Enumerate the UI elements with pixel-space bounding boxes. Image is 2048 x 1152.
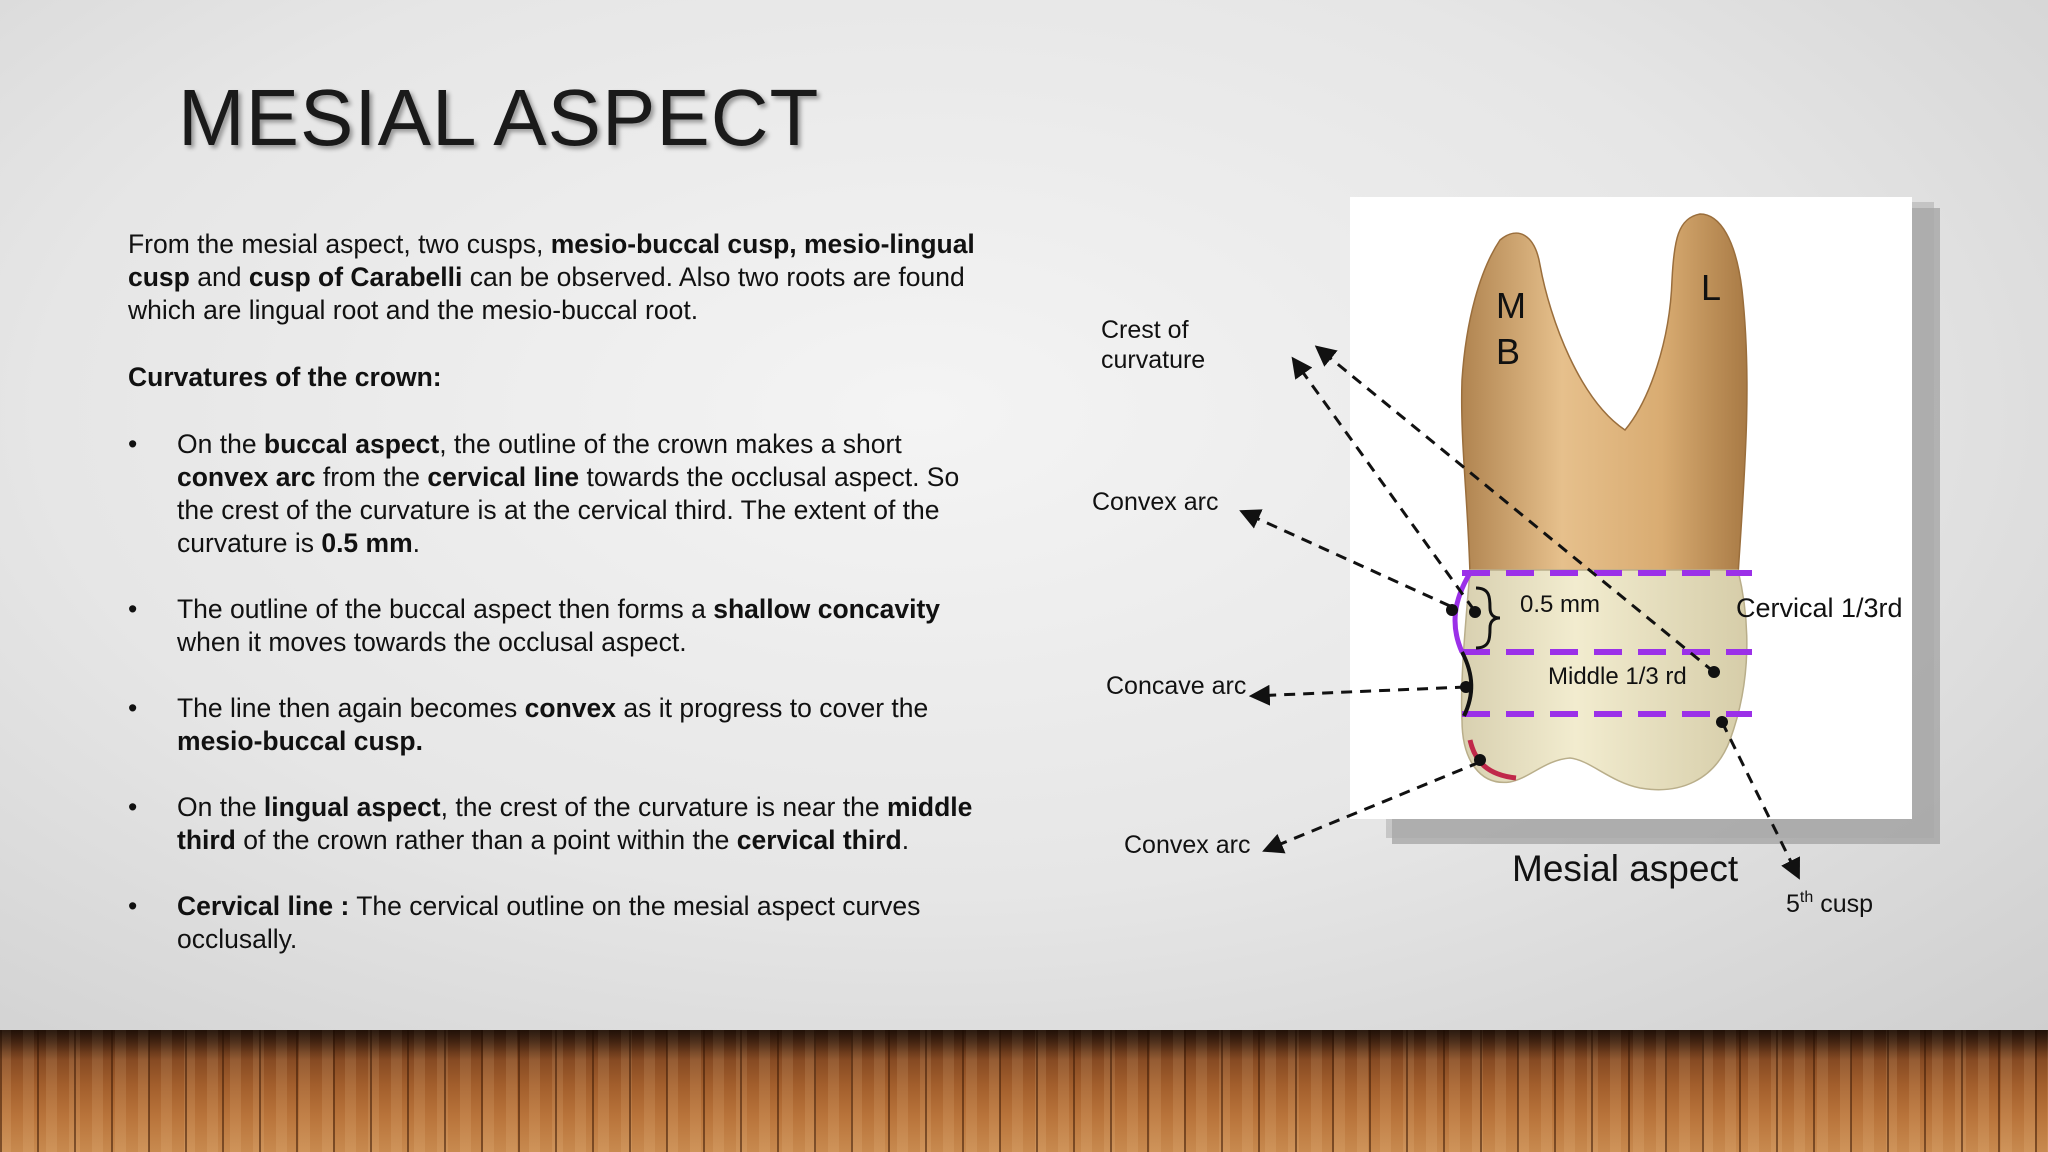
bullet-bold: convex <box>524 693 616 723</box>
bullet-bold: convex arc <box>177 462 316 492</box>
point-concave <box>1460 681 1472 693</box>
tooth-roots <box>1460 213 1748 576</box>
bullet-text: , the outline of the crown makes a short <box>439 429 902 459</box>
arrow-fifth-cusp <box>1720 721 1800 880</box>
bullet-text: The cervical outline on the mesial aspec… <box>177 891 921 954</box>
bullet-list: On the buccal aspect, the outline of the… <box>128 428 988 956</box>
bullet-text: as it progress to cover the <box>616 693 929 723</box>
bullet-text: of the crown rather than a point within … <box>235 825 737 855</box>
bullet-item: On the lingual aspect, the crest of the … <box>128 791 988 857</box>
bullet-bold: Cervical line : <box>177 891 350 921</box>
bullet-text: when it moves towards the occlusal aspec… <box>177 627 687 657</box>
occlusal-convex-outline <box>1467 739 1517 781</box>
label-fifth-cusp: 5th cusp <box>1786 889 1873 918</box>
bullet-item: On the buccal aspect, the outline of the… <box>128 428 988 560</box>
intro-bold-carabelli: cusp of Carabelli <box>248 262 463 292</box>
label-middle-third: Middle 1/3 rd <box>1548 663 1687 690</box>
point-convex-bottom <box>1474 754 1486 766</box>
bullet-bold: middle third <box>177 792 973 855</box>
arrow-crest-lingual <box>1314 345 1715 674</box>
label-root-l: L <box>1701 267 1721 308</box>
label-root-b: B <box>1496 331 1520 372</box>
label-cervical-third: Cervical 1/3rd <box>1736 593 1903 623</box>
label-crest-line2: curvature <box>1101 346 1205 374</box>
label-crest-line1: Crest of <box>1101 316 1189 344</box>
point-crest-lingual <box>1708 666 1720 678</box>
bullet-item: The outline of the buccal aspect then fo… <box>128 593 988 659</box>
bullet-bold: mesio-buccal cusp. <box>177 726 423 756</box>
section-heading: Curvatures of the crown: <box>128 362 442 392</box>
label-convex-arc-top: Convex arc <box>1092 488 1218 516</box>
tooth-crown <box>1460 569 1748 791</box>
bullet-bold: 0.5 mm <box>321 528 413 558</box>
floor-shadow <box>0 1030 2048 1060</box>
bullet-text: , the crest of the curvature is near the <box>440 792 887 822</box>
label-fifth-cusp-number: 5 <box>1786 890 1800 918</box>
label-concave-arc: Concave arc <box>1106 672 1246 700</box>
third-division-lines <box>1462 570 1752 717</box>
bullet-bold: lingual aspect <box>263 792 441 822</box>
bullet-text: The line then again becomes <box>177 693 525 723</box>
label-convex-arc-bottom: Convex arc <box>1124 831 1250 859</box>
bullet-text: . <box>412 528 421 558</box>
intro-bold-cusps: mesio-buccal cusp, mesio-lingual cusp <box>128 229 975 292</box>
point-buccal-convex <box>1446 604 1458 616</box>
bullet-text: from the <box>315 462 428 492</box>
label-fifth-cusp-superscript: th <box>1800 889 1813 906</box>
bullet-text: towards the occlusal aspect. So the cres… <box>177 462 960 558</box>
arrow-concave-arc <box>1248 684 1467 706</box>
bullet-text: On the <box>177 792 264 822</box>
label-root-m: M <box>1496 285 1526 326</box>
point-fifth-cusp <box>1716 716 1728 728</box>
arrow-convex-arc-bottom <box>1262 760 1481 854</box>
intro-text: and <box>189 262 249 292</box>
bullet-bold: cervical third <box>736 825 902 855</box>
intro-text: From the mesial aspect, two cusps, <box>128 229 551 259</box>
bullet-item: The line then again becomes convex as it… <box>128 692 988 758</box>
point-crest-buccal <box>1469 606 1481 618</box>
bullet-bold: shallow concavity <box>713 594 941 624</box>
bullet-text: . <box>901 825 910 855</box>
intro-text: can be observed. Also two roots are foun… <box>128 262 965 325</box>
extent-brace <box>1475 586 1501 650</box>
label-fifth-cusp-word: cusp <box>1813 890 1873 918</box>
bullet-bold: cervical line <box>427 462 580 492</box>
label-caption: Mesial aspect <box>1512 848 1739 889</box>
label-extent: 0.5 mm <box>1520 591 1600 618</box>
intro-paragraph: From the mesial aspect, two cusps, mesio… <box>128 228 988 327</box>
mesial-aspect-diagram: Crest of curvature Convex arc Concave ar… <box>1092 197 1940 918</box>
bullet-text: The outline of the buccal aspect then fo… <box>177 594 714 624</box>
bullet-item: Cervical line : The cervical outline on … <box>128 890 988 956</box>
bullet-text: On the <box>177 429 264 459</box>
arrow-crest-buccal <box>1291 356 1476 611</box>
slide-title: MESIAL ASPECT <box>178 73 820 162</box>
bullet-bold: buccal aspect <box>263 429 440 459</box>
